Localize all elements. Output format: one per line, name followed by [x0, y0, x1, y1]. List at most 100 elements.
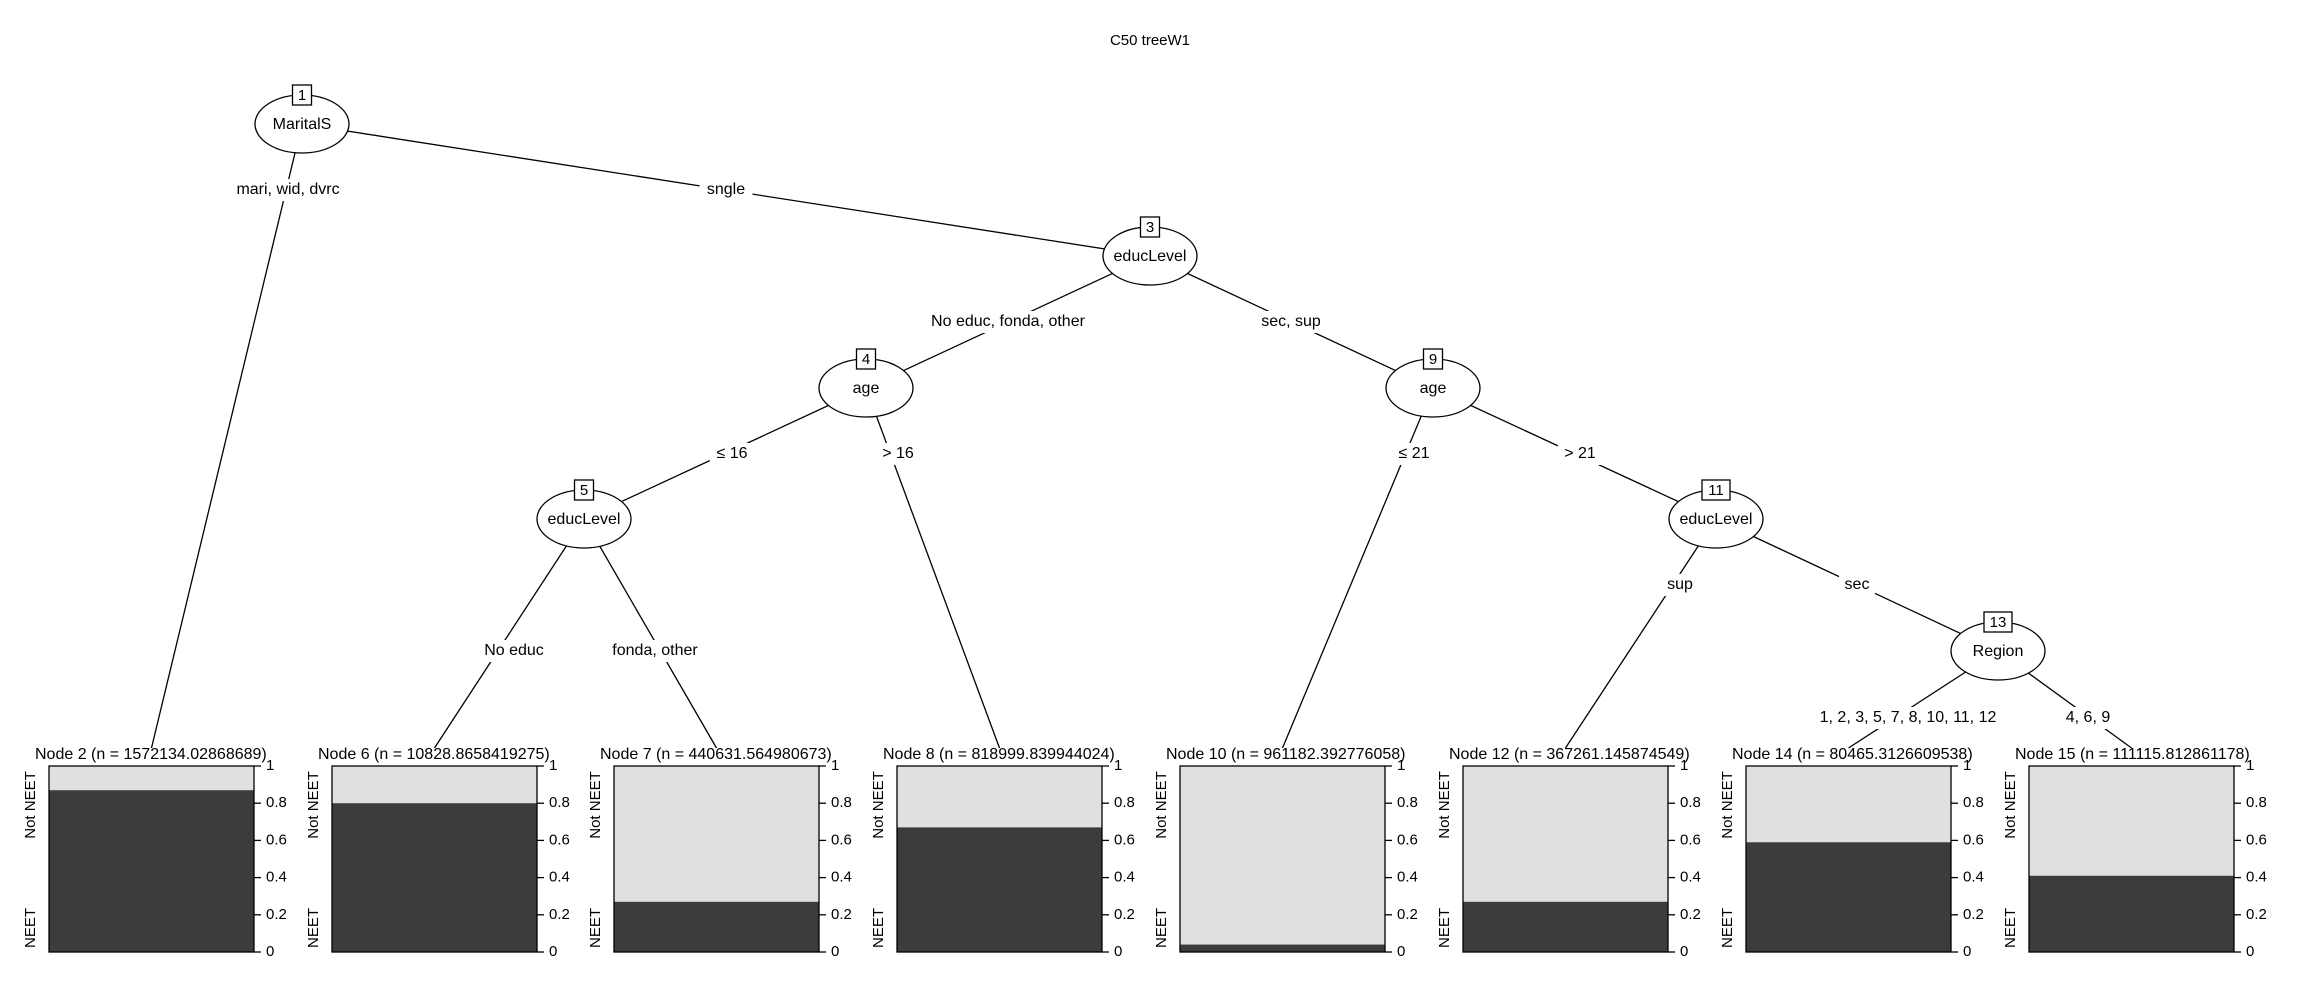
- node-id-box: [1701, 479, 1731, 501]
- panel-frame: [1179, 765, 1386, 953]
- node-id-label: 9: [1429, 351, 1437, 368]
- axis-tick-label: 1: [266, 757, 274, 774]
- edge-label: No educ: [484, 642, 544, 659]
- axis-tick-label: 0.6: [1114, 831, 1135, 848]
- bar-neet: [332, 803, 537, 952]
- edge-label-background: [2052, 707, 2124, 729]
- edge-11-12: [1564, 518, 1717, 749]
- axis-tick-label: 1: [831, 757, 839, 774]
- axis-tick-label: 0.4: [1397, 869, 1418, 886]
- edge-label: ≤ 16: [716, 445, 747, 462]
- plot-title: C50 treeW1: [1110, 32, 1190, 49]
- node-id-box: [855, 348, 877, 370]
- node-id-box: [1139, 216, 1161, 238]
- class-label-neet: NEET: [870, 908, 887, 948]
- panel-frame: [613, 765, 820, 953]
- bar-neet: [2029, 875, 2234, 952]
- class-label-not-neet: Not NEET: [1436, 771, 1453, 839]
- bar-neet: [1746, 842, 1951, 952]
- axis-tick-label: 1: [1397, 757, 1405, 774]
- axis-tick-label: 0: [1397, 943, 1405, 960]
- leaf-panels: Node 2 (n = 1572134.02868689)00.20.40.60…: [22, 746, 2267, 960]
- edge-label-background: [1662, 574, 1698, 596]
- bar-not-neet: [49, 766, 254, 791]
- axis-tick-label: 0.6: [1963, 831, 1984, 848]
- axis-tick-label: 1: [2246, 757, 2254, 774]
- axis-tick-label: 0.4: [831, 869, 852, 886]
- axis-tick-label: 0: [1114, 943, 1122, 960]
- class-label-not-neet: Not NEET: [1719, 771, 1736, 839]
- edge-label-background: [1251, 311, 1331, 333]
- axis-tick-label: 0.2: [2246, 906, 2267, 923]
- class-label-not-neet: Not NEET: [1153, 771, 1170, 839]
- node-id-box: [573, 479, 595, 501]
- node-variable-label: Region: [1973, 643, 2024, 660]
- leaf-panel-6: Node 6 (n = 10828.8658419275)00.20.40.60…: [305, 746, 570, 960]
- edge-label-background: [709, 443, 755, 465]
- axis-tick-label: 0.6: [831, 831, 852, 848]
- panel-frame: [331, 765, 538, 953]
- class-label-neet: NEET: [2002, 908, 2019, 948]
- leaf-panel-15: Node 15 (n = 111115.812861178) 0 0.2 0.4 0.6…: [2002, 746, 2267, 960]
- axis-tick-label: 0.8: [1963, 794, 1984, 811]
- edge-label: sup: [1667, 576, 1693, 593]
- class-label-neet: NEET: [305, 908, 322, 948]
- edge-1-2: [150, 123, 303, 749]
- edge-label-background: [875, 443, 921, 465]
- axis-tick-label: 0: [831, 943, 839, 960]
- axis-tick-label: 0: [2246, 943, 2254, 960]
- edge-label: 1, 2, 3, 5, 7, 8, 10, 11, 12: [1820, 709, 1997, 726]
- axis-tick-label: 0.6: [2246, 831, 2267, 848]
- edge-label-background: [1557, 443, 1603, 465]
- node-id-box: [1983, 611, 2013, 633]
- axis-tick-label: 0.4: [1963, 869, 1984, 886]
- edge-label-background: [478, 640, 550, 662]
- leaf-node-label: Node 8 (n = 818999.839944024): [883, 746, 1115, 763]
- axis-tick-label: 0.2: [1397, 906, 1418, 923]
- class-label-not-neet: Not NEET: [2002, 771, 2019, 839]
- node-variable-label: educLevel: [1680, 511, 1753, 528]
- bar-not-neet: [1746, 766, 1951, 843]
- bar-neet: [1180, 944, 1385, 952]
- axis-tick-label: 0.8: [1397, 794, 1418, 811]
- axis-tick-label: 1: [1963, 757, 1971, 774]
- axis-tick-label: 1: [549, 757, 557, 774]
- leaf-panel-2: Node 2 (n = 1572134.02868689)00.20.40.60…: [22, 746, 287, 960]
- bar-neet: [614, 901, 819, 952]
- edge-label: sec, sup: [1261, 313, 1321, 330]
- axis-tick-label: 0.4: [549, 869, 570, 886]
- leaf-node-label: Node 14 (n = 80465.3126609538): [1732, 746, 1973, 763]
- edge-label: > 16: [882, 445, 914, 462]
- node-id-label: 3: [1146, 219, 1154, 236]
- class-label-neet: NEET: [1153, 908, 1170, 948]
- leaf-node-label: Node 15 (n = 111115.812861178): [2015, 746, 2250, 763]
- class-label-neet: NEET: [22, 908, 39, 948]
- leaf-panel-14: Node 14 (n = 80465.3126609538)00.20.40.6…: [1719, 746, 1984, 960]
- panel-frame: [1745, 765, 1952, 953]
- node-id-label: 4: [862, 351, 870, 368]
- panel-frame: [48, 765, 255, 953]
- axis-tick-label: 0.8: [2246, 794, 2267, 811]
- edge-5-6: [433, 518, 585, 749]
- axis-tick-label: 0.8: [1114, 794, 1135, 811]
- leaf-panel-12: Node 12 (n = 367261.145874549)00.20.40.6…: [1436, 746, 1701, 960]
- class-label-not-neet: Not NEET: [870, 771, 887, 839]
- class-label-neet: NEET: [587, 908, 604, 948]
- axis-tick-label: 0: [266, 943, 274, 960]
- edge-label: sngle: [707, 181, 745, 198]
- leaf-node-label: Node 6 (n = 10828.8658419275): [318, 746, 550, 763]
- axis-tick-label: 0.2: [831, 906, 852, 923]
- axis-tick-label: 0.4: [2246, 869, 2267, 886]
- bar-not-neet: [1463, 766, 1668, 902]
- axis-tick-label: 0.4: [1114, 869, 1135, 886]
- edge-label-background: [218, 179, 358, 201]
- axis-tick-label: 0.8: [266, 794, 287, 811]
- axis-tick-label: 0.4: [266, 869, 287, 886]
- axis-tick-label: 0.8: [549, 794, 570, 811]
- panel-frame: [2028, 765, 2235, 953]
